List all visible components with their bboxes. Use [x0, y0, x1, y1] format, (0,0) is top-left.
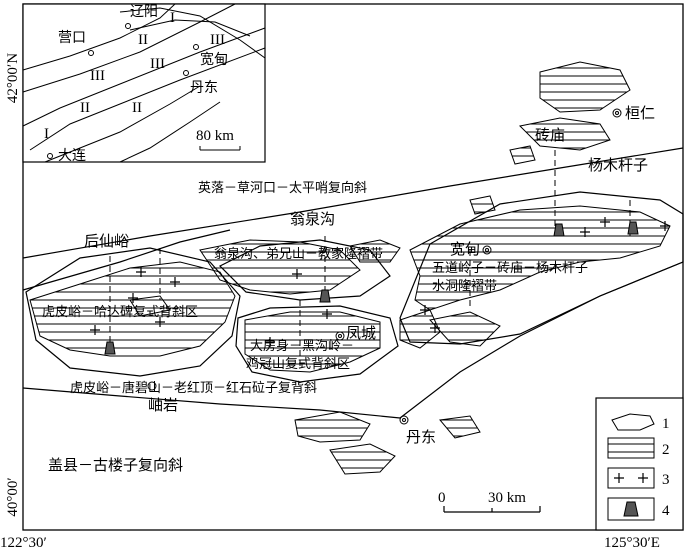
label-dalinzi-2: 鸡冠山复式背斜区	[246, 356, 350, 372]
label-weng-fold: 翁泉沟、弟兄山－教家隆褶带	[214, 246, 383, 262]
inset-yingkou-label: 营口	[58, 30, 86, 46]
inset-kuandian-marker	[193, 44, 199, 50]
label-houxianyu: 后仙峪	[84, 232, 129, 250]
inset-map: 辽阳 营口 宽甸 丹东 大连 I II III III III II II I …	[22, 3, 266, 164]
label-xiuyan: 岫岩	[148, 396, 178, 414]
lat-bottom-label: 40°00′	[5, 477, 21, 516]
city-markers	[147, 108, 622, 425]
label-dalinzi-1: 大房身－黑沟岭－	[250, 338, 354, 354]
lon-right-label: 125°30′E	[604, 535, 660, 551]
label-huhaha-fold: 虎皮峪－哈达碑复式背斜区	[42, 304, 198, 320]
inset-zone-I-top: I	[170, 10, 175, 26]
inset-liaoyang-label: 辽阳	[130, 4, 158, 20]
lon-left-label: 122°30′	[0, 535, 47, 551]
label-wudao-fold-1: 五道岭子－砖庙－杨木杆子	[432, 261, 588, 276]
structural-lines	[22, 147, 684, 419]
scale-value: 30 km	[488, 490, 526, 506]
label-huhu-fold: 虎皮峪－唐碧山－老红顶－红石砬子复背斜	[70, 380, 317, 396]
inset-dalian-label: 大连	[58, 148, 86, 164]
label-fengcheng: 凤城	[346, 324, 376, 342]
inset-liaoyang-marker	[125, 23, 131, 29]
scale-zero: 0	[438, 490, 446, 506]
label-kuandian: 宽甸	[450, 240, 480, 258]
legend-swatch-1	[611, 413, 655, 431]
fold-axes	[109, 150, 631, 370]
label-huanren: 桓仁	[625, 104, 655, 122]
scale-bar: 0 30 km	[438, 490, 541, 513]
label-zhuanmiao: 砖庙	[535, 126, 565, 144]
label-gaixian-fold: 盖县－古楼子复向斜	[48, 456, 183, 474]
inset-zone-III-mid2: III	[150, 56, 165, 72]
inset-zone-III-mid: III	[90, 68, 105, 84]
inset-zone-III-right: III	[210, 32, 225, 48]
inset-yingkou-marker	[88, 50, 94, 56]
inset-kuandian-label: 宽甸	[200, 51, 228, 68]
ore-bodies	[29, 61, 671, 475]
legend-swatch-4	[623, 501, 639, 517]
deposit-markers	[104, 221, 639, 355]
legend-label-4: 4	[662, 503, 670, 519]
label-yangmuganzi: 杨木杆子	[588, 156, 648, 174]
inset-zone-II-top: II	[138, 32, 148, 48]
legend-label-2: 2	[662, 442, 670, 458]
label-dandong: 丹东	[406, 428, 436, 446]
legend-label-1: 1	[662, 416, 670, 432]
inset-zone-II-left: II	[80, 100, 90, 116]
map-frame	[22, 3, 684, 531]
legend-label-3: 3	[662, 472, 670, 488]
inset-zone-II-mid: II	[132, 100, 142, 116]
inset-dalian-marker	[47, 153, 53, 159]
label-ying-fold: 英落－草河口－太平哨复向斜	[198, 180, 367, 196]
legend-swatch-2	[607, 437, 655, 459]
inset-dandong-marker	[183, 70, 189, 76]
label-wengquangou: 翁泉沟	[290, 210, 335, 228]
inset-scale-label: 80 km	[196, 128, 234, 144]
legend: 1 2 3 4	[595, 397, 684, 531]
inset-dandong-label: 丹东	[190, 80, 218, 96]
lat-top-label: 42°00′N	[5, 53, 21, 103]
inset-zone-I-left: I	[44, 126, 49, 142]
label-wudao-fold-2: 水洞隆褶带	[432, 279, 497, 294]
granite-marks	[90, 217, 670, 347]
fold-zone-outlines	[25, 191, 684, 383]
